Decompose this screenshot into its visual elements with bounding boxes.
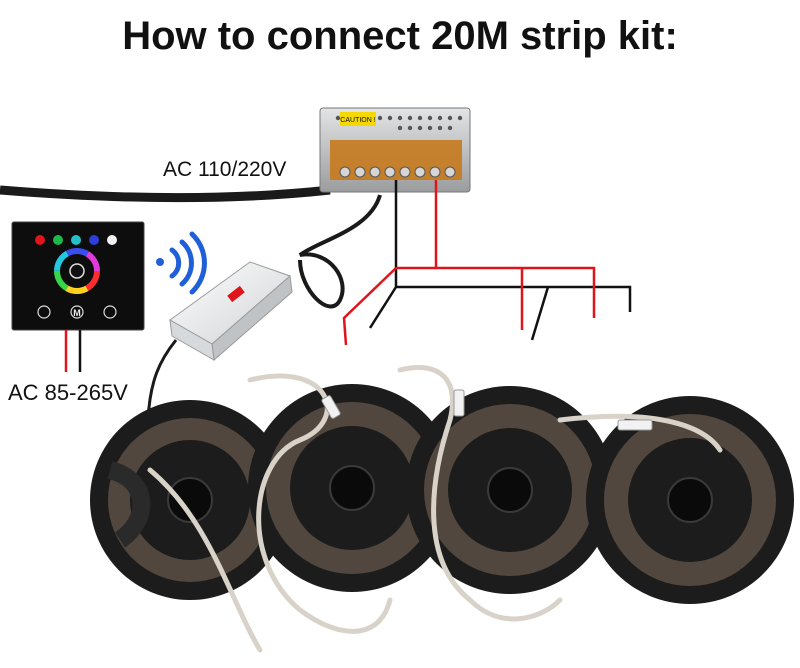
wireless-signal-icon [156,231,207,295]
panel-button-cyan [71,235,81,245]
power-icon [37,305,51,319]
page-title: How to connect 20M strip kit: [122,14,678,58]
controller-rgb-lead [146,339,178,421]
touch-wall-panel: M [11,221,145,331]
wall-panel-ac-label: AC 85-265V [8,380,128,405]
mode-button-circle [70,305,84,319]
led-reel-2 [248,384,456,592]
color-wheel-icon [54,248,100,294]
panel-button-red [35,235,45,245]
psu-vent-holes [335,115,463,131]
strip-connector-2 [453,389,465,417]
ac-input-cable [0,185,331,203]
power-supply: CAUTION ! [319,107,471,193]
led-reel-3 [406,386,614,594]
led-reel-4 [586,396,794,604]
strip-connector-1 [321,395,341,419]
psu-caution-sticker [340,112,376,126]
panel-mode-label: M [73,308,81,318]
ac-input-label: AC 110/220V [163,158,287,181]
led-reel-1 [90,400,290,600]
psu-terminal-screws [339,166,456,178]
controller-dc-cable [298,194,382,309]
panel-button-white [107,235,117,245]
dc-wiring [342,180,632,346]
psu-caution-text: CAUTION ! [340,117,375,124]
panel-button-blue [89,235,99,245]
controller-label-sticker [227,285,245,303]
strip-connector-3 [617,419,653,431]
panel-button-green [53,235,63,245]
rf-controller [169,261,293,361]
mode-icon [103,305,117,319]
loose-led-strips [147,364,723,653]
